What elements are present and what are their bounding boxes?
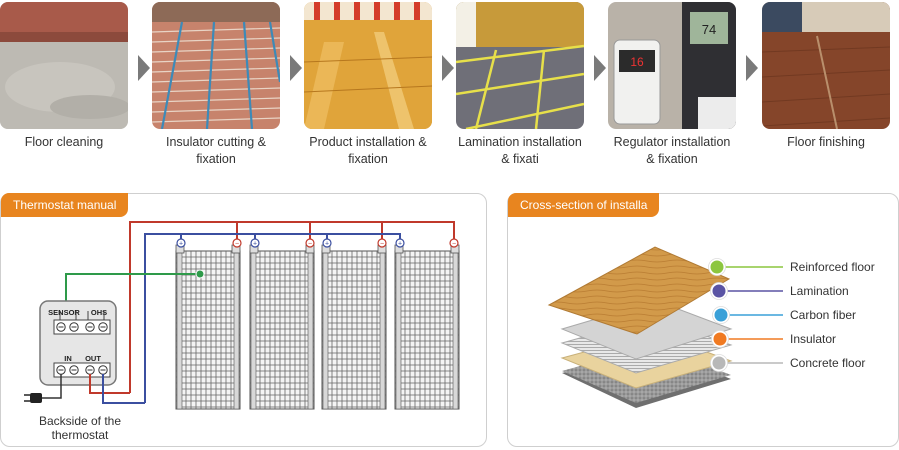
cross-section-tag: Cross-section of installa [508, 193, 660, 217]
layer-label: Carbon fiber [790, 308, 856, 322]
plus-terminal-icon: + [322, 238, 332, 248]
heating-film [175, 244, 241, 410]
heating-film [321, 244, 387, 410]
step-caption: Floor finishing [787, 135, 865, 149]
step-caption: Regulator installation & fixation [613, 135, 731, 166]
step-caption: Insulator cutting & fixation [165, 135, 267, 166]
minus-terminal-icon: − [305, 238, 315, 248]
step-floor-cleaning: Floor cleaning [0, 2, 128, 151]
svg-text:−: − [380, 241, 384, 248]
thermostat-wiring-diagram: + + + + − − − − SENSOR OHS IN OUT Backside of t… [24, 221, 460, 442]
step-lamination-installation: Lamination installation & fixati [456, 2, 584, 168]
svg-text:−: − [452, 241, 456, 248]
bottom-terminal-block [53, 362, 111, 378]
arrow-right-icon [290, 55, 302, 81]
red-wire [129, 221, 455, 393]
heating-films [175, 244, 460, 410]
step-regulator-installation: 16 74 Regulator installation & fixation [608, 2, 736, 168]
arrow-right-icon [746, 55, 758, 81]
lamination-installation-photo [456, 2, 584, 129]
out-label: OUT [85, 354, 101, 363]
plus-terminal-icon: + [250, 238, 260, 248]
layer-label: Lamination [790, 284, 849, 298]
meter-reading: 74 [702, 22, 716, 37]
svg-text:−: − [235, 241, 239, 248]
layer-label: Reinforced floor [790, 260, 875, 274]
power-cord [42, 374, 62, 399]
regulator-reading: 16 [630, 55, 644, 69]
svg-text:+: + [398, 241, 402, 248]
layer-label: Concrete floor [790, 356, 865, 370]
arrow-right-icon [594, 55, 606, 81]
sensor-label: SENSOR [48, 308, 80, 317]
step-floor-finishing: Floor finishing [762, 2, 890, 151]
backside-label-line2: thermostat [52, 428, 109, 442]
regulator-installation-photo: 16 74 [608, 2, 736, 129]
arrow-right-icon [442, 55, 454, 81]
in-label: IN [64, 354, 72, 363]
step-product-installation: Product installation & fixation [304, 2, 432, 168]
power-plug-icon [24, 393, 42, 403]
minus-terminal-icon: − [232, 238, 242, 248]
plus-terminal-icon: + [395, 238, 405, 248]
sensor-wire [65, 273, 200, 301]
thermostat-tag: Thermostat manual [1, 193, 129, 217]
blue-wire [102, 374, 145, 404]
callout-reinforced-floor: Reinforced floor [708, 258, 875, 276]
callout-carbon-fiber: Carbon fiber [712, 306, 856, 324]
top-terminal-block [53, 319, 111, 335]
backside-label-line1: Backside of the [39, 414, 121, 428]
insulator-cutting-photo [152, 2, 280, 129]
step-caption: Product installation & fixation [309, 135, 427, 166]
svg-text:+: + [253, 241, 257, 248]
heating-film [249, 244, 315, 410]
callout-concrete-floor: Concrete floor [710, 354, 865, 372]
step-caption: Floor cleaning [24, 135, 104, 149]
svg-text:+: + [325, 241, 329, 248]
red-wire [89, 374, 130, 394]
ohs-label: OHS [91, 308, 107, 317]
sensor-point-icon [195, 269, 205, 279]
product-installation-photo [304, 2, 432, 129]
arrow-right-icon [138, 55, 150, 81]
reinforced-floor-layer [547, 246, 731, 335]
top-terminal-screws [56, 322, 108, 332]
layer-label: Insulator [790, 332, 836, 346]
floor-finishing-photo [762, 2, 890, 129]
svg-text:−: − [308, 241, 312, 248]
plus-terminal-icon: + [176, 238, 186, 248]
minus-terminal-icon: − [449, 238, 459, 248]
step-insulator-cutting: Insulator cutting & fixation [152, 2, 280, 168]
terminals: + + + + − − − − [176, 238, 459, 248]
minus-terminal-icon: − [377, 238, 387, 248]
step-caption: Lamination installation & fixati [458, 135, 582, 166]
bottom-terminal-screws [56, 365, 108, 375]
callout-insulator: Insulator [711, 330, 836, 348]
installation-steps: Floor cleaning Insulator cut [0, 0, 899, 175]
floor-cleaning-photo [0, 2, 128, 129]
svg-text:+: + [179, 241, 183, 248]
callout-lamination: Lamination [710, 282, 849, 300]
heating-film [394, 244, 460, 410]
